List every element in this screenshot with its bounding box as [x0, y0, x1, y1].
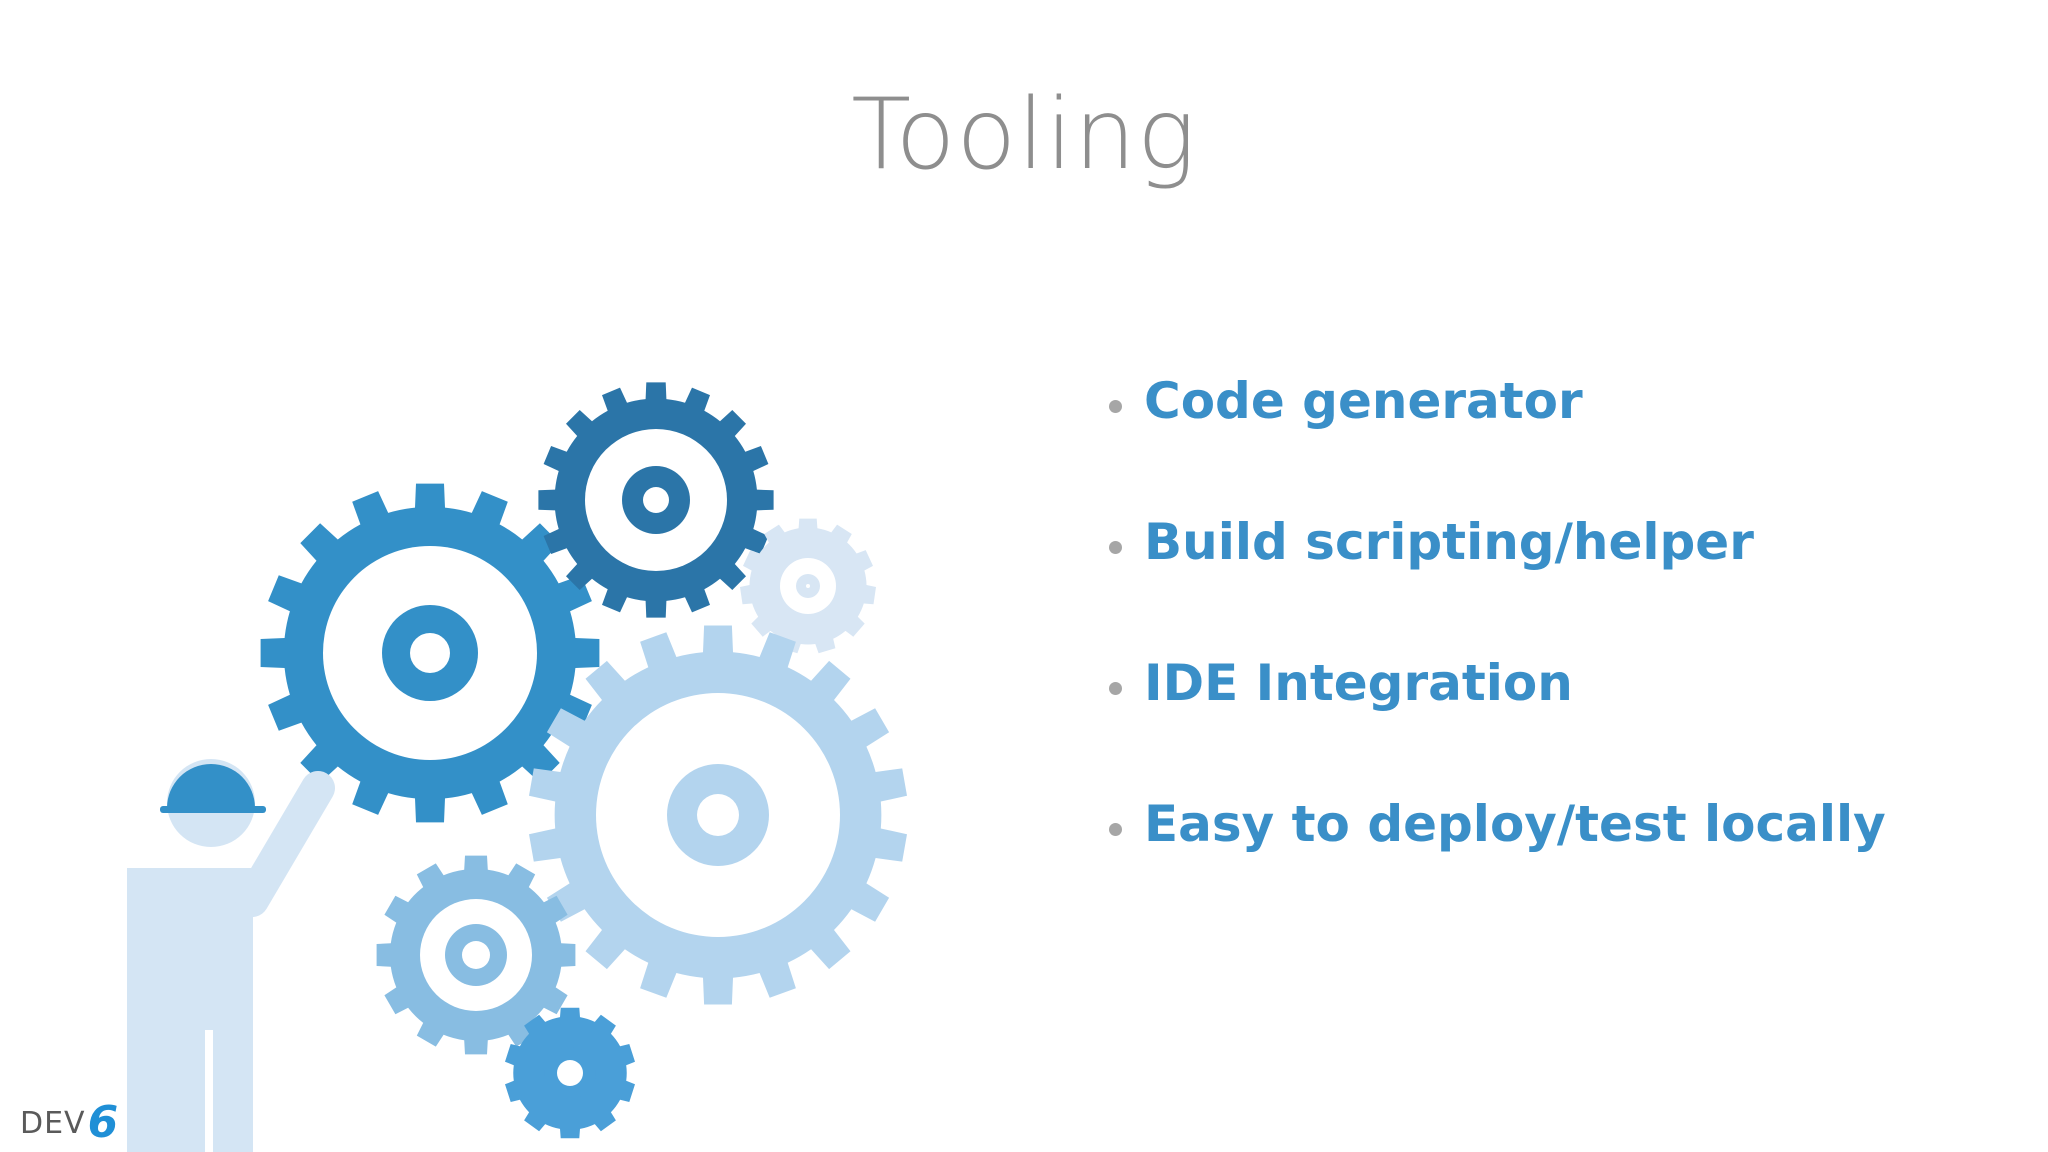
gear-icon: [260, 483, 600, 823]
logo-mark: 6: [87, 1097, 119, 1148]
slide-title: Tooling: [851, 78, 1197, 192]
bullet-dot-icon: [1109, 400, 1122, 413]
bullet-text: IDE Integration: [1144, 654, 1573, 712]
worker-icon: [127, 759, 335, 1152]
bullet-item: IDE Integration: [1104, 654, 1886, 795]
bullet-text: Code generator: [1144, 372, 1583, 430]
bullet-dot-icon: [1109, 541, 1122, 554]
bullet-item: Build scripting/helper: [1104, 513, 1886, 654]
gear-icon: [538, 382, 774, 618]
bullet-text: Build scripting/helper: [1144, 513, 1754, 571]
gear-icon: [376, 855, 576, 1055]
bullet-item: Code generator: [1104, 372, 1886, 513]
bullet-list: Code generator Build scripting/helper ID…: [1104, 372, 1886, 936]
logo-text: DEV: [20, 1105, 86, 1141]
gears-illustration: [127, 382, 907, 1152]
gear-icon: [740, 518, 876, 654]
bullet-item: Easy to deploy/test locally: [1104, 795, 1886, 936]
dev6-logo: DEV 6: [20, 1098, 118, 1148]
gear-icon: [529, 625, 907, 1005]
bullet-text: Easy to deploy/test locally: [1144, 795, 1886, 853]
gear-icon: [505, 1007, 635, 1139]
bullet-dot-icon: [1109, 823, 1122, 836]
bullet-dot-icon: [1109, 682, 1122, 695]
